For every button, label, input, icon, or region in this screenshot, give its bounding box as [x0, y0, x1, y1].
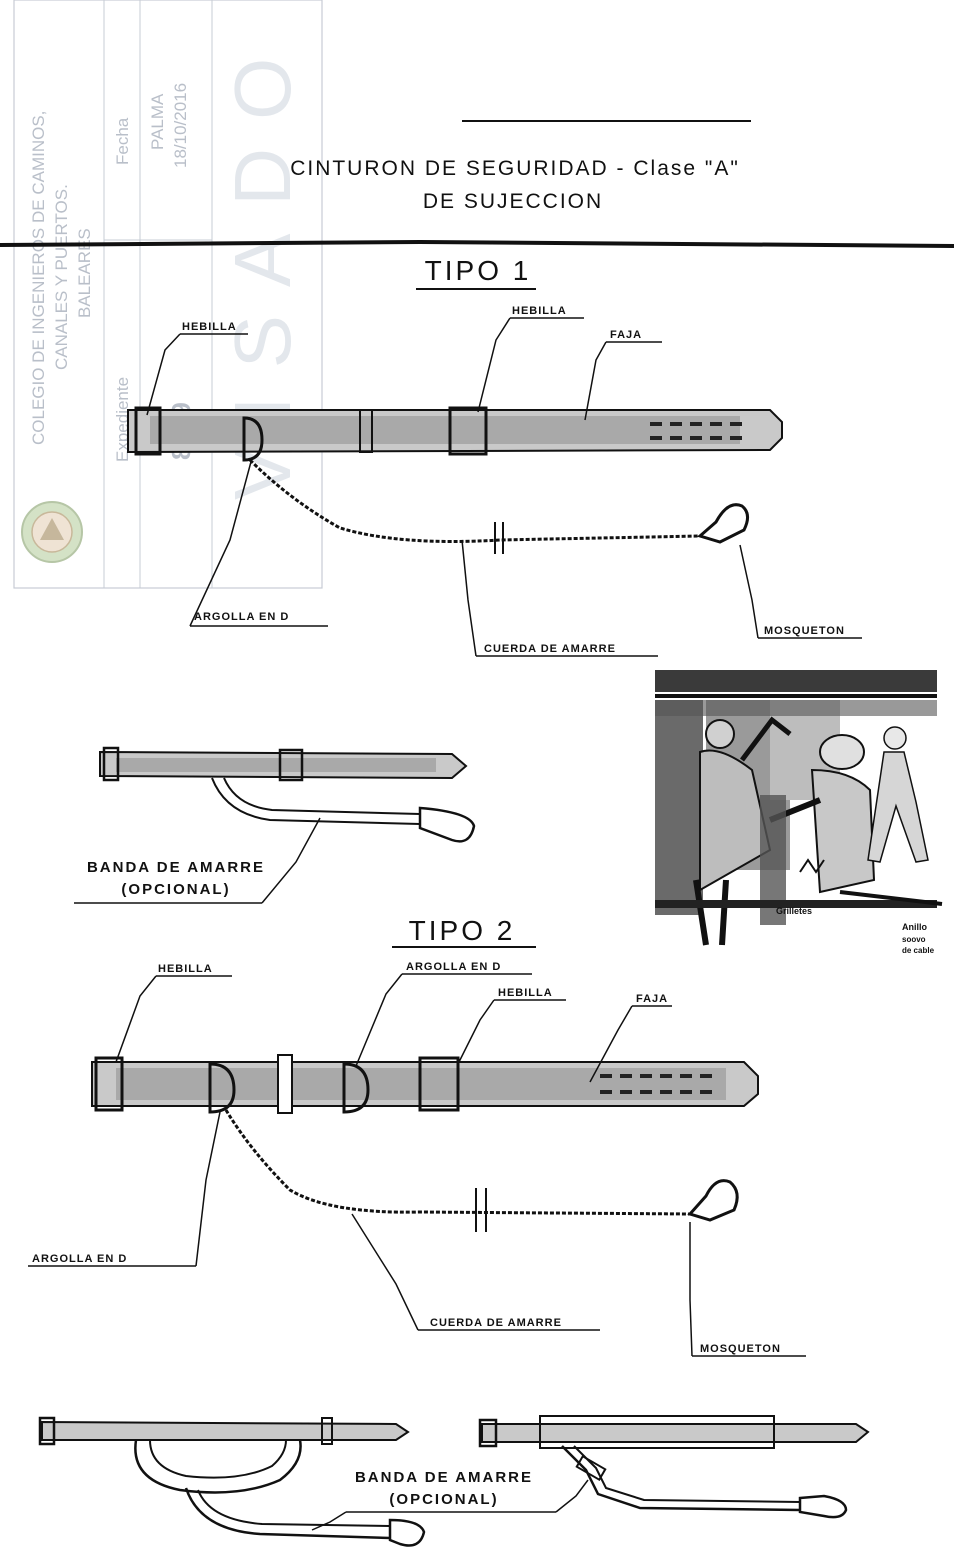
visado-stamp: COLEGIO DE INGENIEROS DE CAMINOS, CANALE…	[13, 0, 323, 589]
tipo2-banda-line1: BANDA DE AMARRE	[355, 1469, 533, 1486]
tipo2-d-ring-left	[208, 1062, 236, 1114]
tipo2-belt	[91, 1054, 759, 1114]
tipo1-buckle-right	[448, 406, 488, 456]
tipo1-buckle-left	[134, 406, 162, 456]
illustration-label-soovo: soovo	[902, 935, 926, 944]
tipo2-label-faja: FAJA	[636, 993, 668, 1005]
tipo1-section: TIPO 1 HEBILLA HEBILLA FAJA ARGOLLA	[74, 255, 862, 904]
stamp-place: PALMA	[148, 93, 167, 150]
tipo1-d-ring	[242, 416, 264, 462]
tipo1-banda-line2: (OPCIONAL)	[121, 881, 230, 898]
stamp-date: 18/10/2016	[171, 83, 190, 168]
header-divider	[0, 239, 954, 248]
tipo1-heading: TIPO 1	[425, 255, 532, 286]
stamp-frame	[13, 0, 323, 589]
tipo1-belt	[127, 406, 783, 462]
tipo1-label-mosqueton: MOSQUETON	[764, 625, 845, 637]
tipo2-optional-band-left	[38, 1416, 426, 1547]
tipo1-label-hebilla-right: HEBILLA	[512, 305, 567, 317]
illustration-label-cable: de cable	[902, 946, 935, 955]
tipo2-section: TIPO 2 HEBILLA ARGOLLA EN D HEBILLA	[28, 915, 870, 1547]
tipo2-optional-band-right	[478, 1415, 870, 1519]
stamp-org-line1: COLEGIO DE INGENIEROS DE CAMINOS,	[29, 111, 48, 445]
tipo2-label-mosqueton: MOSQUETON	[700, 1343, 781, 1355]
tipo2-buckle-left	[94, 1056, 124, 1112]
tipo2-label-argolla-top: ARGOLLA EN D	[406, 961, 501, 973]
tipo2-label-cuerda: CUERDA DE AMARRE	[430, 1317, 562, 1329]
tipo2-carabiner-icon	[687, 1179, 739, 1222]
tipo2-heading: TIPO 2	[409, 915, 516, 946]
tipo2-label-hebilla-left: HEBILLA	[158, 963, 213, 975]
tipo2-label-argolla-bottom: ARGOLLA EN D	[32, 1253, 127, 1265]
stamp-org-line2: CANALES Y PUERTOS.	[52, 184, 71, 370]
tipo2-d-ring-right	[342, 1062, 370, 1114]
tipo1-label-hebilla-left: HEBILLA	[182, 321, 237, 333]
page-title-line2: DE SUJECCION	[423, 190, 603, 213]
tipo1-band-hook-icon	[418, 806, 476, 843]
tipo1-label-argolla: ARGOLLA EN D	[194, 611, 289, 623]
stamp-fecha-label: Fecha	[113, 117, 132, 165]
tipo1-optional-band-belt	[99, 746, 476, 843]
tipo1-carabiner-icon	[696, 503, 749, 544]
tipo1-rope	[248, 458, 701, 543]
tipo2-buckle-right	[418, 1056, 460, 1112]
tipo2-rope	[224, 1109, 691, 1216]
illustration-label-grilletes: Grilletes	[776, 906, 812, 916]
tipo1-banda-line1: BANDA DE AMARRE	[87, 859, 265, 876]
tipo2-banda-line2: (OPCIONAL)	[389, 1491, 498, 1508]
illustration-label-anillo: Anillo	[902, 922, 927, 932]
header: CINTURON DE SEGURIDAD - Clase "A" DE SUJ…	[0, 120, 954, 248]
tipo2-label-hebilla-right: HEBILLA	[498, 987, 553, 999]
worker-illustration: Grilletes Anillo soovo de cable	[655, 670, 943, 955]
page-title-line1: CINTURON DE SEGURIDAD - Clase "A"	[290, 157, 740, 180]
college-seal-icon	[21, 501, 83, 563]
tipo1-label-faja: FAJA	[610, 329, 642, 341]
stamp-org-line3: BALEARES	[75, 228, 94, 318]
tipo1-label-cuerda: CUERDA DE AMARRE	[484, 643, 616, 655]
